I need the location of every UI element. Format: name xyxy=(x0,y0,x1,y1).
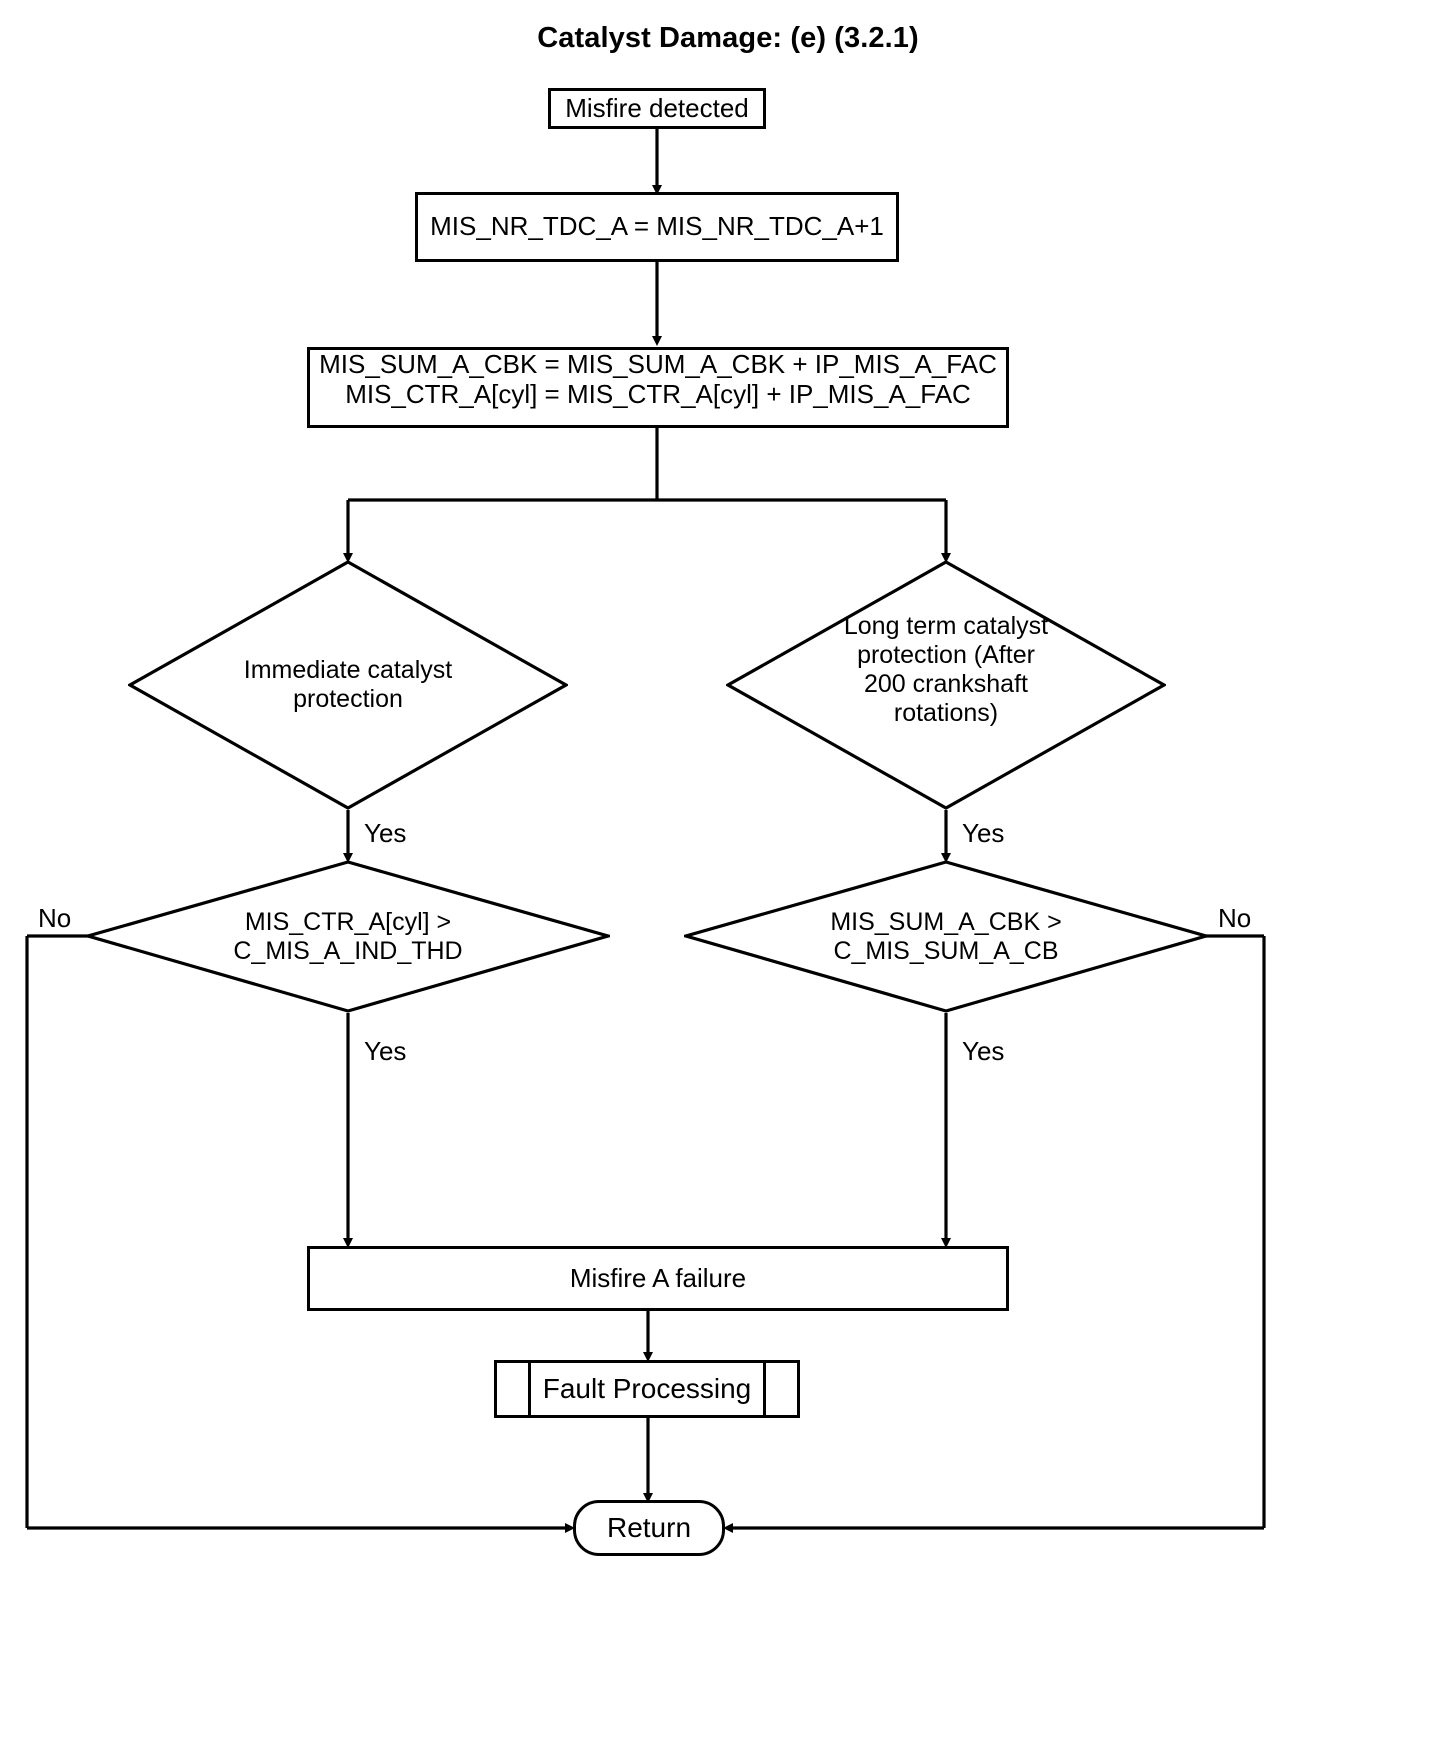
node-return-label: Return xyxy=(606,1512,692,1543)
edge-label-immediate-yes: Yes xyxy=(364,818,407,848)
node-return[interactable]: Return xyxy=(573,1500,725,1556)
node-fault-processing[interactable]: Fault Processing xyxy=(494,1360,800,1418)
edge-label-sum-no: No xyxy=(1218,903,1252,933)
longterm-line4: rotations) xyxy=(893,699,999,727)
node-long-term-catalyst-protection-text: Long term catalyst protection (After 200… xyxy=(805,560,1087,810)
node-misfire-a-failure-label: Misfire A failure xyxy=(569,1262,747,1293)
node-fault-processing-label: Fault Processing xyxy=(542,1373,752,1404)
node-misfire-detected-label: Misfire detected xyxy=(565,92,749,123)
process-right-bar xyxy=(763,1363,766,1415)
node-accumulate-line2: MIS_CTR_A[cyl] = MIS_CTR_A[cyl] + IP_MIS… xyxy=(345,378,971,409)
process-left-bar xyxy=(528,1363,531,1415)
node-misfire-a-failure[interactable]: Misfire A failure xyxy=(307,1246,1009,1311)
node-long-term-catalyst-protection[interactable]: Long term catalyst protection (After 200… xyxy=(726,560,1166,810)
node-accumulate-line1: MIS_SUM_A_CBK = MIS_SUM_A_CBK + IP_MIS_A… xyxy=(319,349,997,379)
edge-label-ctr-yes: Yes xyxy=(364,1036,407,1066)
edge-label-long-term-yes: Yes xyxy=(962,818,1005,848)
ctr-line1: MIS_CTR_A[cyl] > xyxy=(244,907,452,936)
node-accumulate[interactable]: MIS_SUM_A_CBK = MIS_SUM_A_CBK + IP_MIS_A… xyxy=(307,347,1009,428)
node-sum-threshold-text: MIS_SUM_A_CBK > C_MIS_SUM_A_CB xyxy=(778,860,1113,1013)
ctr-line2: C_MIS_A_IND_THD xyxy=(233,936,463,965)
immediate-line2: protection xyxy=(293,685,403,713)
node-increment-tdc[interactable]: MIS_NR_TDC_A = MIS_NR_TDC_A+1 xyxy=(415,192,899,262)
sum-line2: C_MIS_SUM_A_CB xyxy=(833,936,1059,965)
node-ctr-threshold-text: MIS_CTR_A[cyl] > C_MIS_A_IND_THD xyxy=(180,860,515,1013)
node-ctr-threshold[interactable]: MIS_CTR_A[cyl] > C_MIS_A_IND_THD xyxy=(86,860,610,1013)
immediate-line1: Immediate catalyst xyxy=(243,656,453,684)
sum-line1: MIS_SUM_A_CBK > xyxy=(830,907,1062,936)
page-title: Catalyst Damage: (e) (3.2.1) xyxy=(537,22,919,54)
edge-label-sum-yes: Yes xyxy=(962,1036,1005,1066)
node-immediate-catalyst-protection-text: Immediate catalyst protection xyxy=(207,560,489,810)
node-sum-threshold[interactable]: MIS_SUM_A_CBK > C_MIS_SUM_A_CB xyxy=(684,860,1208,1013)
node-increment-tdc-label: MIS_NR_TDC_A = MIS_NR_TDC_A+1 xyxy=(430,211,884,242)
node-misfire-detected[interactable]: Misfire detected xyxy=(548,88,766,129)
longterm-line2: protection (After xyxy=(857,641,1035,669)
edge-label-ctr-no: No xyxy=(38,903,72,933)
node-immediate-catalyst-protection[interactable]: Immediate catalyst protection xyxy=(128,560,568,810)
longterm-line3: 200 crankshaft xyxy=(863,670,1028,698)
longterm-line1: Long term catalyst xyxy=(843,612,1049,640)
